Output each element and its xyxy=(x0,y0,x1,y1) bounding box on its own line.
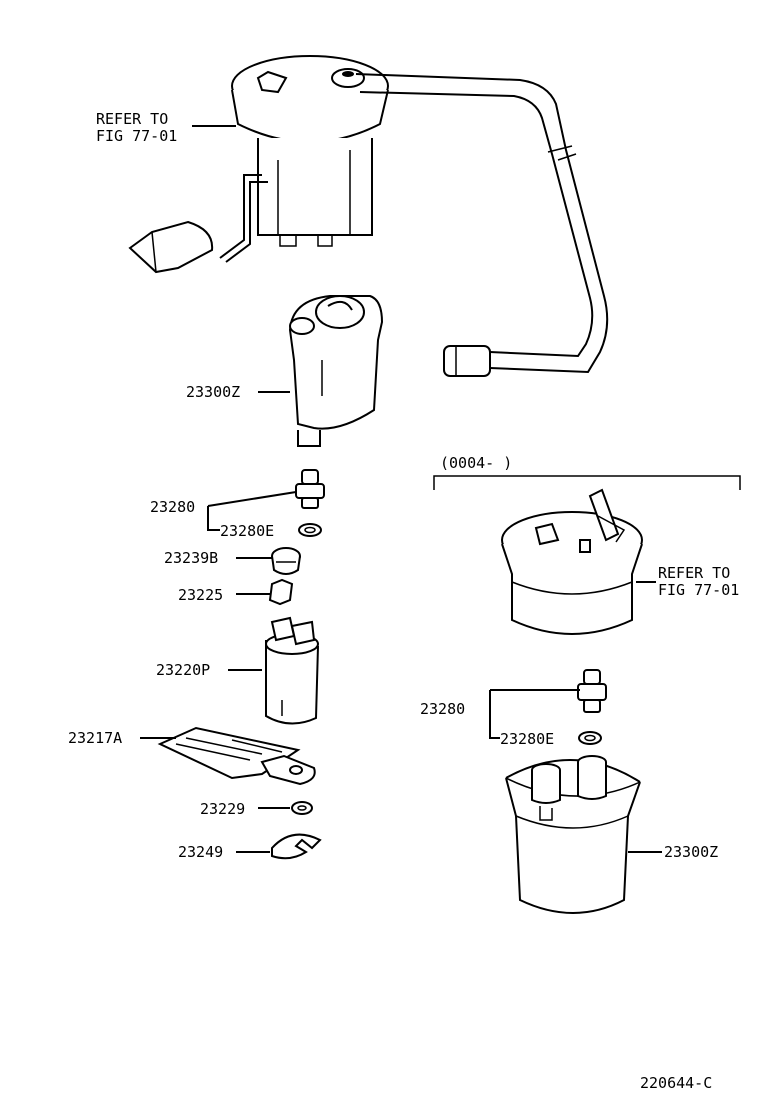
part-label-23239b: 23239B xyxy=(164,549,218,567)
date-range-label: (0004- ) xyxy=(440,454,512,472)
suction-filter-icon xyxy=(157,726,316,786)
fuel-tank-cover-icon xyxy=(501,488,643,635)
pressure-regulator-icon xyxy=(295,469,325,509)
fuel-filter-icon xyxy=(288,295,384,447)
o-ring-icon xyxy=(298,523,322,537)
cushion-icon xyxy=(268,578,294,606)
pressure-regulator-icon xyxy=(577,669,607,713)
part-label-23300z-left: 23300Z xyxy=(186,383,240,401)
part-label-23217a: 23217A xyxy=(68,729,122,747)
part-label-23220p: 23220P xyxy=(156,661,210,679)
o-ring-icon xyxy=(578,731,602,745)
fuel-pump-bracket-icon xyxy=(219,55,389,263)
clip-icon xyxy=(271,833,322,860)
grommet-icon xyxy=(271,547,301,575)
part-label-23300z-right: 23300Z xyxy=(664,843,718,861)
part-label-23280-left: 23280 xyxy=(150,498,195,516)
fuel-pump-icon xyxy=(265,616,319,725)
part-label-23225: 23225 xyxy=(178,586,223,604)
filter-case-icon xyxy=(505,755,641,914)
part-label-23280e-left: 23280E xyxy=(220,522,274,540)
refer-label-right-2: FIG 77-01 xyxy=(658,581,739,599)
refer-label-top-1: REFER TO xyxy=(96,110,168,128)
part-label-23229: 23229 xyxy=(200,800,245,818)
part-label-23249: 23249 xyxy=(178,843,223,861)
refer-label-top-2: FIG 77-01 xyxy=(96,127,177,145)
float-icon xyxy=(128,220,214,274)
refer-label-right-1: REFER TO xyxy=(658,564,730,582)
diagram-id: 220644-C xyxy=(640,1074,712,1092)
fuel-hose-icon xyxy=(355,73,609,377)
part-label-23280e-right: 23280E xyxy=(500,730,554,748)
washer-icon xyxy=(291,801,313,815)
part-label-23280-right: 23280 xyxy=(420,700,465,718)
